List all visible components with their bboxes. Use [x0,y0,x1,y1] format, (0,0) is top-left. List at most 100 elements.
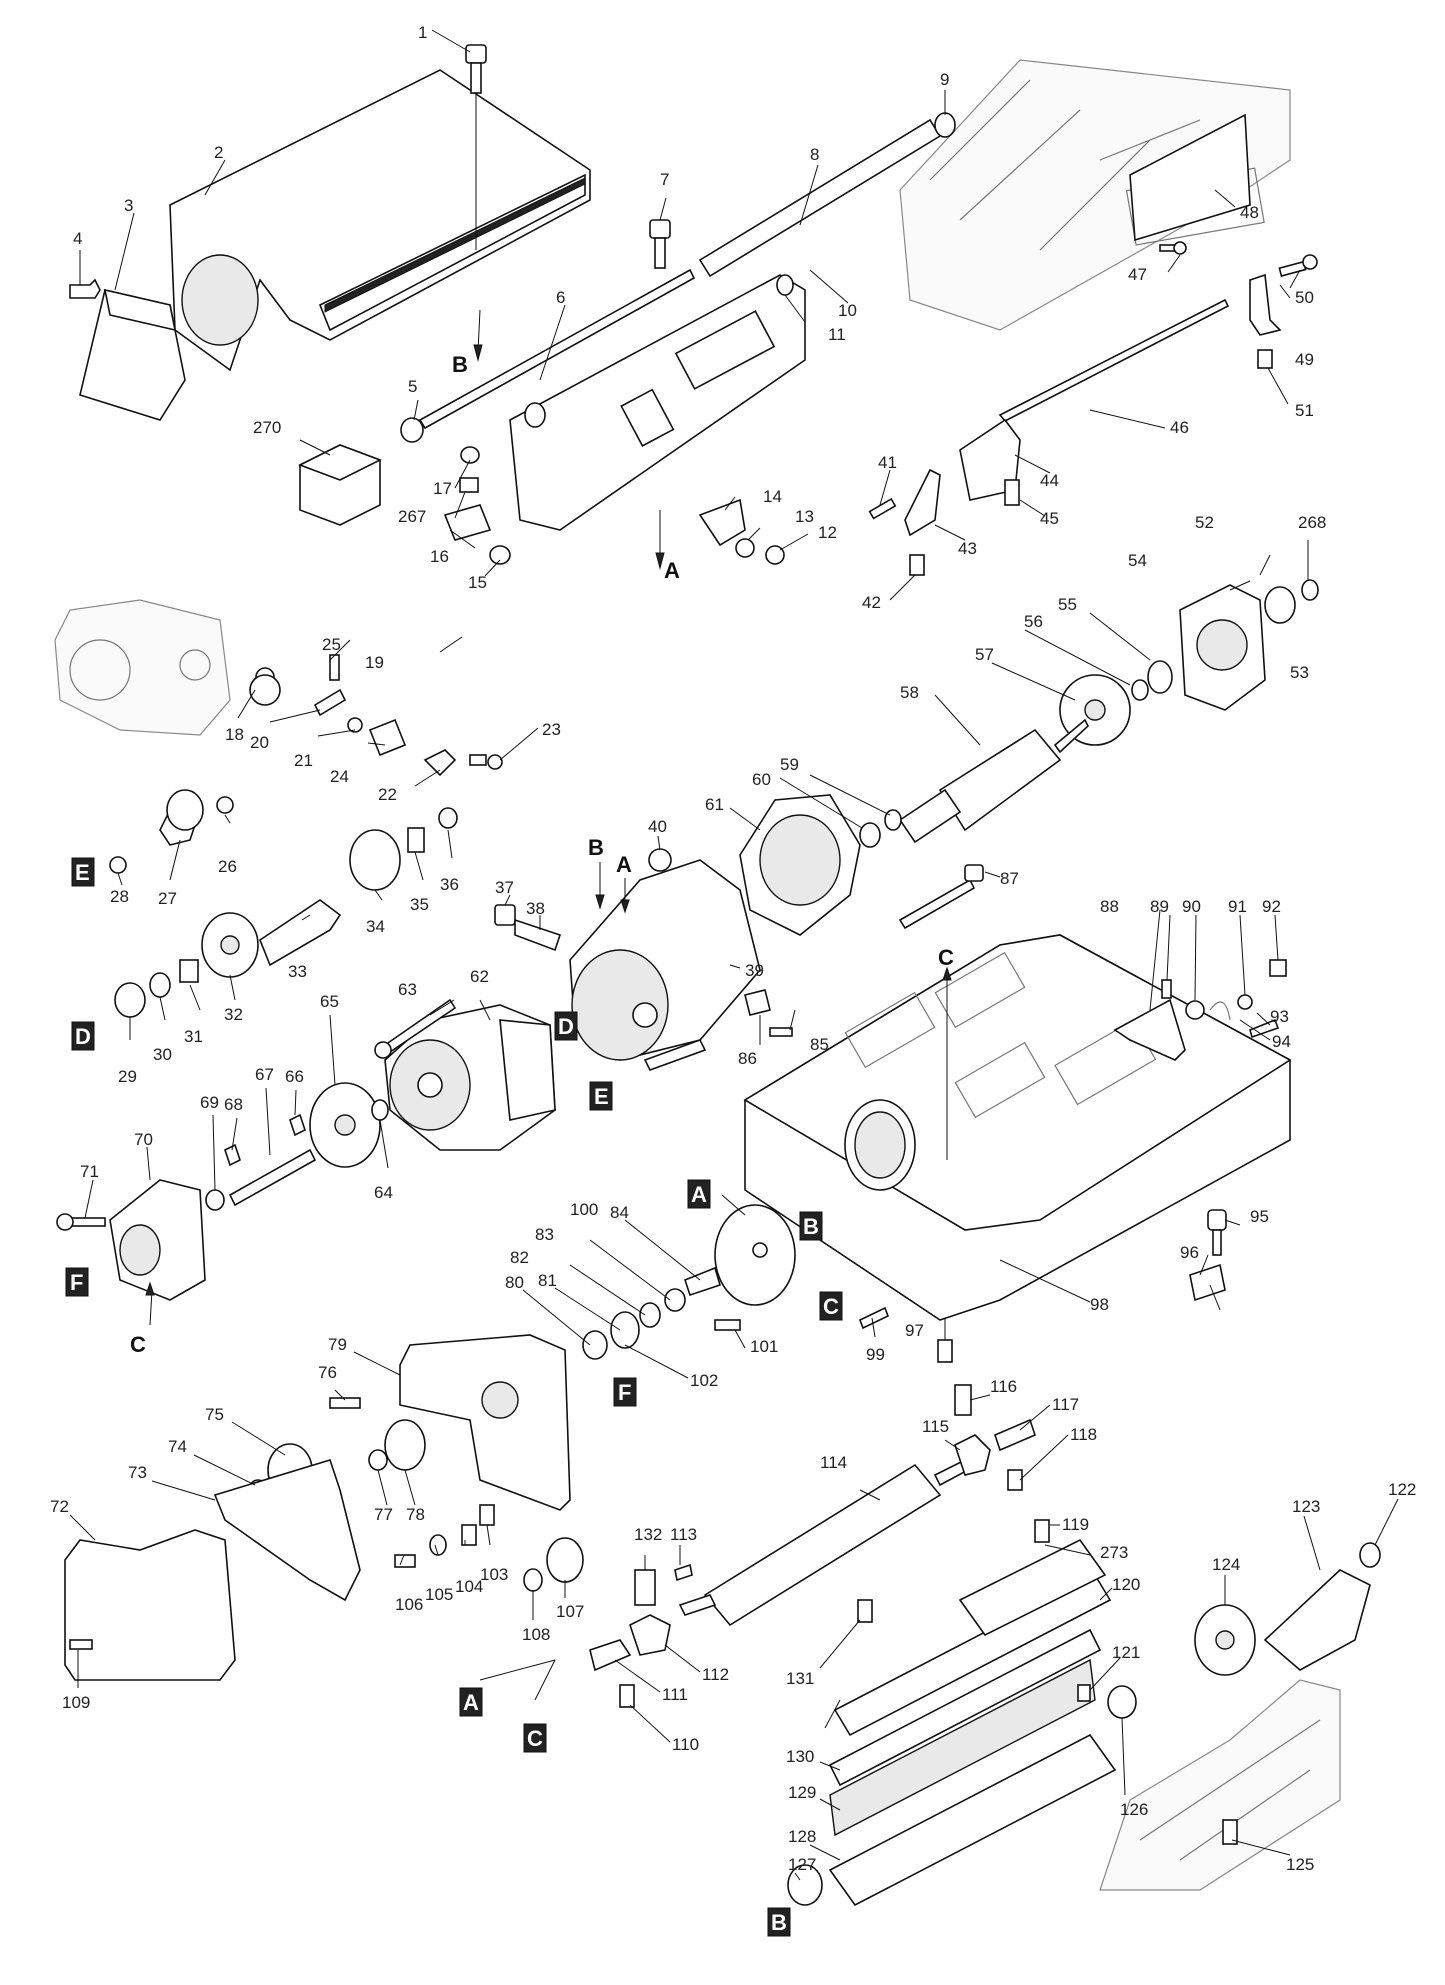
part-65: 65 [320,992,339,1011]
part-114: 114 [820,1453,847,1472]
part-77: 77 [374,1505,393,1524]
part-28: 28 [110,887,129,906]
part-8: 8 [810,145,819,164]
box-E-left: E [75,860,90,885]
ref-arrow-B-hood: B [452,352,468,377]
bracket-88 [1113,998,1186,1061]
part-76: 76 [318,1363,337,1382]
washer-69 [205,1189,225,1211]
key-113 [674,1563,693,1582]
plate-48 [1129,113,1251,242]
part-112: 112 [702,1665,729,1684]
part-29: 29 [118,1067,137,1086]
part-21: 21 [294,751,313,770]
ref-arrow-B-motor: B [588,835,604,860]
block-115 [954,1434,991,1476]
box-C-base: C [823,1294,839,1319]
reference-arrows: B A B A C C [130,309,954,1357]
part-79: 79 [328,1335,347,1354]
washer-40 [648,848,672,872]
roller-114 [678,1458,969,1627]
wing-bolt [69,278,101,299]
part-45: 45 [1040,509,1059,528]
gear-32 [201,912,259,978]
part-27: 27 [158,889,177,908]
part-72: 72 [50,1497,69,1516]
bearing-29-30 [114,972,171,1018]
part-96: 96 [1180,1243,1199,1262]
part-68: 68 [224,1095,243,1114]
bearing-126 [1107,1685,1137,1719]
spring-31 [179,959,199,983]
part-24: 24 [330,767,349,786]
part-44: 44 [1040,471,1059,490]
box-B-base: B [803,1214,819,1239]
part-number-labels: 1 2 3 4 5 6 7 8 9 10 11 12 13 14 15 16 1… [50,23,1416,1874]
part-61: 61 [705,795,724,814]
part-14: 14 [763,487,782,506]
part-88: 88 [1100,897,1119,916]
part-91: 91 [1228,897,1247,916]
shaft-67 [228,1148,317,1207]
part-111: 111 [662,1685,688,1704]
part-66: 66 [285,1067,304,1086]
box-A-base: A [691,1182,707,1207]
screw-125 [1222,1819,1238,1845]
part-113: 113 [670,1525,697,1544]
part-128: 128 [788,1827,816,1846]
part-95: 95 [1250,1207,1269,1226]
screw-76 [329,1397,361,1409]
part-129: 129 [788,1783,816,1802]
part-125: 125 [1286,1855,1314,1874]
part-127: 127 [788,1855,816,1874]
part-43: 43 [958,539,977,558]
part-123: 123 [1292,1497,1320,1516]
dust-hood [169,69,591,372]
part-73: 73 [128,1463,147,1482]
part-42: 42 [862,593,881,612]
part-20: 20 [250,733,269,752]
part-47: 47 [1128,265,1147,284]
collar-9 [934,112,956,138]
part-103: 103 [480,1565,508,1584]
clip-111 [589,1639,632,1672]
part-115: 115 [922,1417,949,1436]
field-61 [739,794,861,936]
armature-58 [898,718,1089,844]
part-13: 13 [795,507,814,526]
block-112 [629,1614,671,1656]
part-16: 16 [430,547,449,566]
spring-35-36 [407,807,458,853]
part-6: 6 [556,288,565,307]
box-F-plate: F [618,1380,631,1405]
part-53: 53 [1290,663,1309,682]
part-64: 64 [374,1183,393,1202]
shaft-20-21 [313,688,363,733]
housing-ghost-top [249,667,281,706]
part-17: 17 [433,479,452,498]
small-parts-89-94 [1161,959,1287,1039]
cutterhead-128 [828,1538,1117,1907]
gear-34 [349,829,401,891]
part-12: 12 [818,523,837,542]
part-131: 131 [786,1669,814,1688]
washers-59-60 [859,809,902,848]
rod-46 [998,298,1230,423]
part-67: 67 [255,1065,274,1084]
bolt-63 [374,998,457,1059]
part-46: 46 [1170,418,1189,437]
part-99: 99 [866,1345,885,1364]
part-59: 59 [780,755,799,774]
bracket-43 [904,468,941,537]
pulley-124 [1194,1604,1256,1676]
part-4: 4 [73,229,82,248]
bracket-49 [1249,273,1282,336]
part-83: 83 [535,1225,554,1244]
bracket-70 [109,1179,206,1301]
screw-131 [857,1599,873,1623]
box-E-motor: E [594,1084,609,1109]
part-38: 38 [526,899,545,918]
ref-arrow-A-cover: A [664,558,680,583]
motor-endcap-54 [1179,584,1266,711]
